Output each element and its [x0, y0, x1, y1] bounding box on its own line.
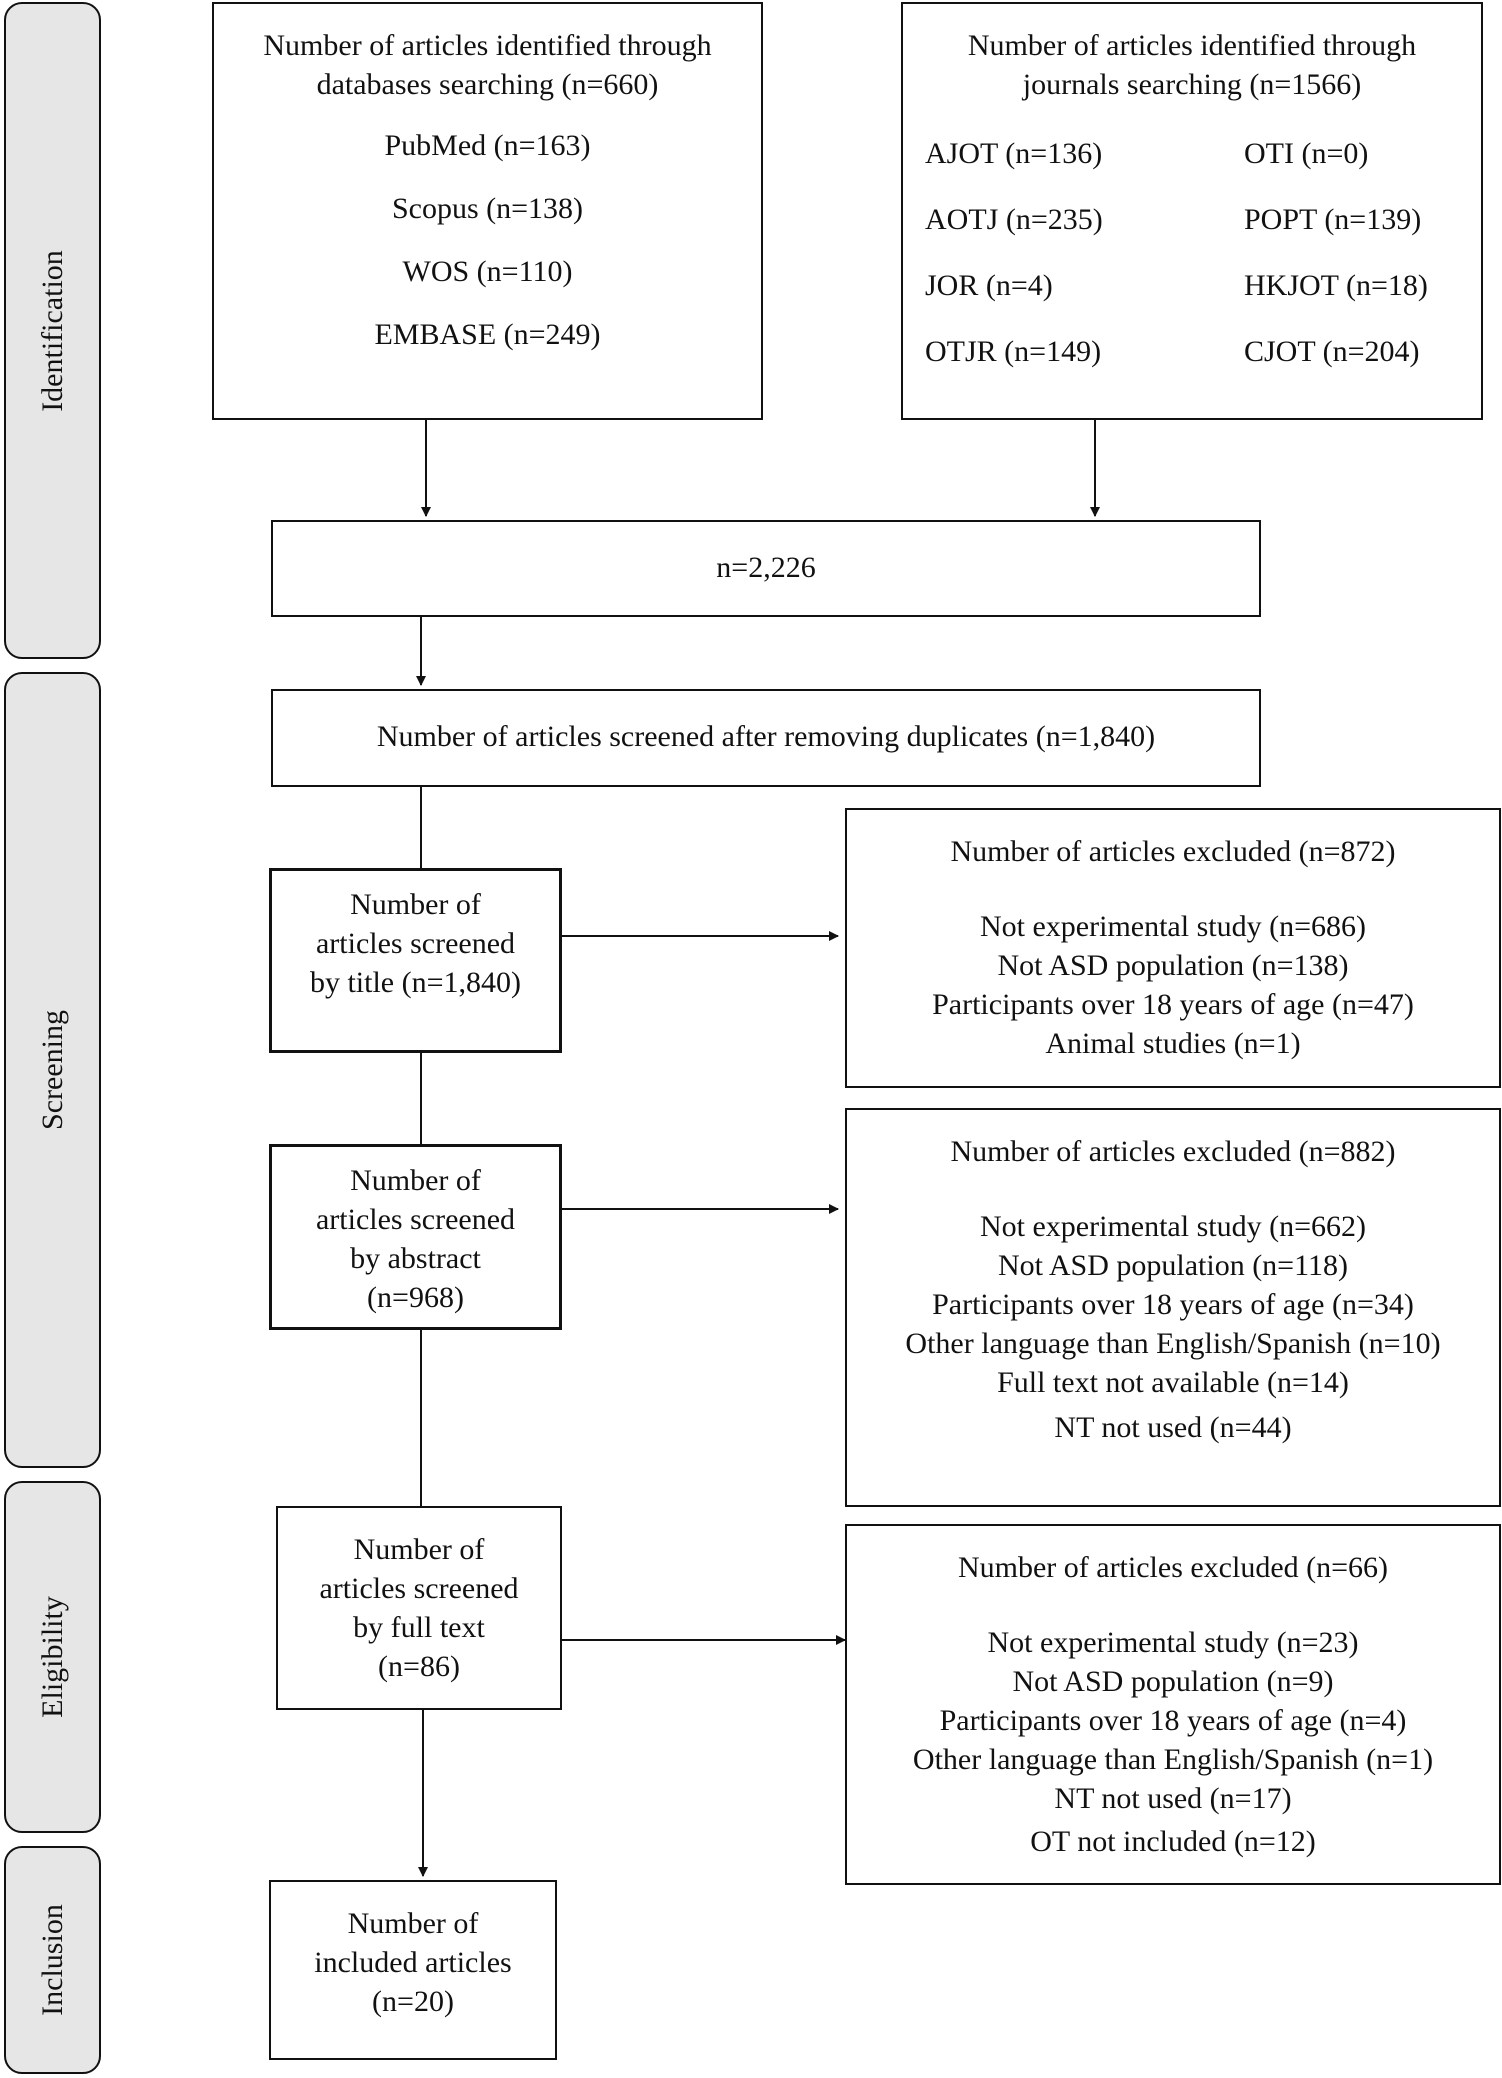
journal-item: POPT (n=139) — [1244, 203, 1422, 236]
exclusion-reason: Full text not available (n=14) — [997, 1366, 1349, 1399]
journal-item: AJOT (n=136) — [925, 137, 1103, 170]
exclusion-reason: Participants over 18 years of age (n=47) — [932, 988, 1414, 1021]
fulltext-screening-line: Number of — [353, 1533, 485, 1566]
journal-row: OTJR (n=149) CJOT (n=204) — [925, 332, 1459, 371]
database-item: EMBASE (n=249) — [374, 318, 601, 351]
title-screening-line: by title (n=1,840) — [309, 966, 522, 999]
title-screening-box: Number of articles screened by title (n=… — [269, 868, 562, 1053]
journal-item: CJOT (n=204) — [1244, 335, 1420, 368]
abstract-screening-line: (n=968) — [367, 1281, 464, 1314]
journal-item: JOR (n=4) — [925, 269, 1053, 302]
fulltext-screening-box: Number of articles screened by full text… — [276, 1506, 562, 1710]
fulltext-screening-line: by full text — [353, 1611, 485, 1644]
database-item: Scopus (n=138) — [391, 192, 584, 225]
exclusion-reason: Not ASD population (n=138) — [997, 949, 1349, 982]
exclusion-reason: NT not used (n=17) — [1054, 1782, 1292, 1815]
title-screening-line: articles screened — [315, 927, 516, 960]
title-excluded-heading: Number of articles excluded (n=872) — [950, 835, 1396, 868]
title-excluded-box: Number of articles excluded (n=872) Not … — [845, 808, 1501, 1088]
journals-title-line1: Number of articles identified through — [967, 29, 1417, 62]
phase-screening: Screening — [4, 672, 101, 1468]
exclusion-reason: Not ASD population (n=118) — [998, 1249, 1348, 1282]
phase-eligibility-label: Eligibility — [35, 1596, 69, 1718]
journal-item: OTJR (n=149) — [925, 335, 1102, 368]
exclusion-reason: Not ASD population (n=9) — [1012, 1665, 1334, 1698]
databases-box: Number of articles identified through da… — [212, 2, 763, 420]
phase-identification-label: Identification — [35, 249, 69, 412]
phase-inclusion-label: Inclusion — [35, 1904, 69, 2016]
exclusion-reason: Other language than English/Spanish (n=1… — [912, 1743, 1434, 1776]
journal-row: AJOT (n=136) OTI (n=0) — [925, 134, 1459, 173]
database-item: WOS (n=110) — [402, 255, 573, 288]
title-screening-line: Number of — [350, 888, 481, 921]
included-line: Number of — [347, 1907, 479, 1940]
abstract-excluded-box: Number of articles excluded (n=882) Not … — [845, 1108, 1501, 1507]
journals-title-line2: journals searching (n=1566) — [1022, 68, 1362, 101]
exclusion-reason: Not experimental study (n=662) — [979, 1210, 1366, 1243]
database-item: PubMed (n=163) — [384, 129, 591, 162]
databases-title-line2: databases searching (n=660) — [316, 68, 659, 101]
journal-item: HKJOT (n=18) — [1244, 269, 1428, 302]
abstract-screening-line: Number of — [350, 1164, 481, 1197]
combined-box: n=2,226 — [271, 520, 1261, 617]
exclusion-reason: OT not included (n=12) — [1030, 1825, 1316, 1858]
abstract-screening-box: Number of articles screened by abstract … — [269, 1144, 562, 1330]
journal-item: OTI (n=0) — [1244, 137, 1369, 170]
journal-row: AOTJ (n=235) POPT (n=139) — [925, 200, 1459, 239]
journal-item: AOTJ (n=235) — [925, 203, 1103, 236]
abstract-screening-line: articles screened — [315, 1203, 516, 1236]
deduplicated-text: Number of articles screened after removi… — [376, 720, 1156, 753]
exclusion-reason: Animal studies (n=1) — [1045, 1027, 1301, 1060]
fulltext-screening-line: articles screened — [319, 1572, 519, 1605]
exclusion-reason: Not experimental study (n=23) — [987, 1626, 1359, 1659]
fulltext-screening-line: (n=86) — [378, 1650, 460, 1683]
databases-title-line1: Number of articles identified through — [263, 29, 712, 62]
phase-identification: Identification — [4, 2, 101, 659]
fulltext-excluded-heading: Number of articles excluded (n=66) — [957, 1551, 1389, 1584]
included-line: (n=20) — [372, 1985, 454, 2018]
journal-row: JOR (n=4) HKJOT (n=18) — [925, 266, 1459, 305]
journals-box: Number of articles identified through jo… — [901, 2, 1483, 420]
phase-eligibility: Eligibility — [4, 1481, 101, 1833]
abstract-excluded-heading: Number of articles excluded (n=882) — [950, 1135, 1396, 1168]
included-box: Number of included articles (n=20) — [269, 1880, 557, 2060]
exclusion-reason: Not experimental study (n=686) — [979, 910, 1366, 943]
exclusion-reason: Other language than English/Spanish (n=1… — [905, 1327, 1441, 1360]
deduplicated-box: Number of articles screened after removi… — [271, 689, 1261, 787]
phase-screening-label: Screening — [35, 1010, 69, 1130]
included-line: included articles — [314, 1946, 512, 1979]
exclusion-reason: Participants over 18 years of age (n=34) — [932, 1288, 1414, 1321]
exclusion-reason: NT not used (n=44) — [1054, 1411, 1292, 1444]
phase-inclusion: Inclusion — [4, 1846, 101, 2074]
fulltext-excluded-box: Number of articles excluded (n=66) Not e… — [845, 1524, 1501, 1885]
abstract-screening-line: by abstract — [350, 1242, 481, 1275]
exclusion-reason: Participants over 18 years of age (n=4) — [939, 1704, 1407, 1737]
combined-count: n=2,226 — [716, 551, 816, 584]
